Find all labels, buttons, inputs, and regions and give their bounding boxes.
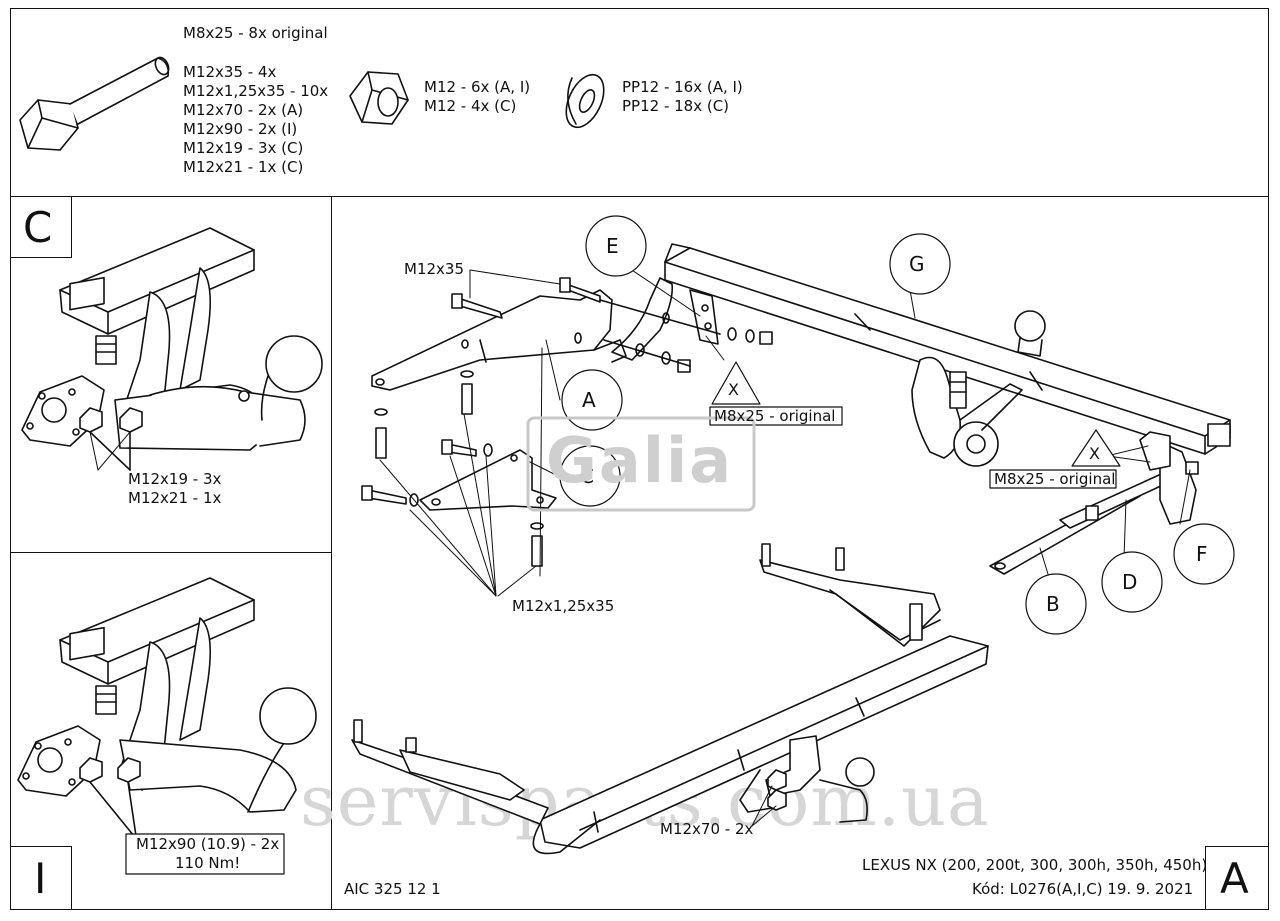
panel-a-letter-box [1205, 846, 1269, 910]
label-frames [125, 833, 285, 875]
galia-logo-text: Galia [546, 424, 734, 497]
bom-line: M12x35 - 4x [183, 63, 277, 81]
callout-b: B [1046, 592, 1060, 616]
bolt-label: M12x21 - 1x [128, 489, 222, 507]
label-m8x25-original-2: M8x25 - original [994, 470, 1116, 488]
panel-c-letter-box [10, 196, 72, 258]
bom-line: M8x25 - 8x original [183, 24, 328, 42]
ball-mount-g [911, 310, 1046, 467]
callout-c: C [580, 464, 594, 488]
bom-line: M12x1,25x35 - 10x [183, 82, 329, 100]
callout-circles [559, 215, 1235, 635]
kod-date: Kód: L0276(A,I,C) 19. 9. 2021 [972, 880, 1194, 898]
label-m12x70: M12x70 - 2x [660, 820, 754, 838]
parts-list-divider [10, 196, 1269, 197]
label-m12x125x35: M12x1,25x35 [512, 597, 615, 615]
panel-c-i-divider [10, 552, 332, 553]
bracket-a [371, 289, 627, 391]
nut-list: M12 - 6x (A, I) M12 - 4x (C) [424, 78, 530, 116]
triangle-x-1: X [728, 380, 739, 399]
label-m12x35: M12x35 [404, 260, 464, 278]
drawing-code: AIC 325 12 1 [344, 880, 441, 898]
bolt-m8-list: M8x25 - 8x original [183, 24, 328, 43]
callout-f: F [1196, 542, 1208, 566]
bom-line: M12x90 - 2x (I) [183, 120, 298, 138]
bom-line: M12 - 6x (A, I) [424, 78, 531, 96]
bom-line: M12x21 - 1x (C) [183, 158, 304, 176]
leader-lines [89, 261, 1191, 827]
galia-logo [526, 416, 756, 512]
panel-c-drawing [21, 227, 323, 471]
callout-a: A [582, 388, 596, 412]
bom-line: M12x19 - 3x (C) [183, 139, 304, 157]
rails-b-d-f [989, 431, 1199, 575]
assembled-hitch [351, 543, 989, 855]
triangle-x-2: X [1089, 444, 1100, 463]
washer-list: PP12 - 16x (A, I) PP12 - 18x (C) [622, 78, 743, 116]
panel-a-letter: A [1220, 854, 1249, 903]
callout-d: D [1122, 570, 1138, 594]
bom-line: PP12 - 18x (C) [622, 97, 730, 115]
panel-c-letter: C [23, 203, 53, 252]
bolt-label: M12x90 (10.9) - 2x [136, 835, 280, 853]
hex-nut-icon [349, 71, 409, 125]
callout-e: E [606, 234, 619, 258]
drawing-frame [10, 8, 1269, 910]
panel-i-letter-box [10, 846, 72, 910]
callout-g: G [909, 252, 925, 276]
x-triangles [709, 361, 1121, 489]
panel-i-letter: I [34, 854, 47, 903]
panel-i-drawing [17, 577, 317, 837]
bom-line: PP12 - 16x (A, I) [622, 78, 743, 96]
panel-i-bolt-labels: M12x90 (10.9) - 2x 110 Nm! [136, 835, 279, 873]
bolt-label: M12x19 - 3x [128, 470, 222, 488]
panel-c-bolt-labels: M12x19 - 3x M12x21 - 1x [128, 470, 221, 508]
washer-icon [565, 73, 605, 129]
label-m8x25-original-1: M8x25 - original [714, 407, 836, 425]
torque-note: 110 Nm! [174, 854, 241, 872]
left-column-divider [331, 196, 332, 910]
vehicle-name: LEXUS NX (200, 200t, 300, 300h, 350h, 45… [862, 856, 1208, 874]
bom-line: M12x70 - 2x (A) [183, 101, 304, 119]
bolt-m12-list: M12x35 - 4x M12x1,25x35 - 10x M12x70 - 2… [183, 63, 328, 177]
hardware-a-c [361, 277, 773, 567]
bolt-icon [19, 56, 170, 151]
bom-line: M12 - 4x (C) [424, 97, 517, 115]
